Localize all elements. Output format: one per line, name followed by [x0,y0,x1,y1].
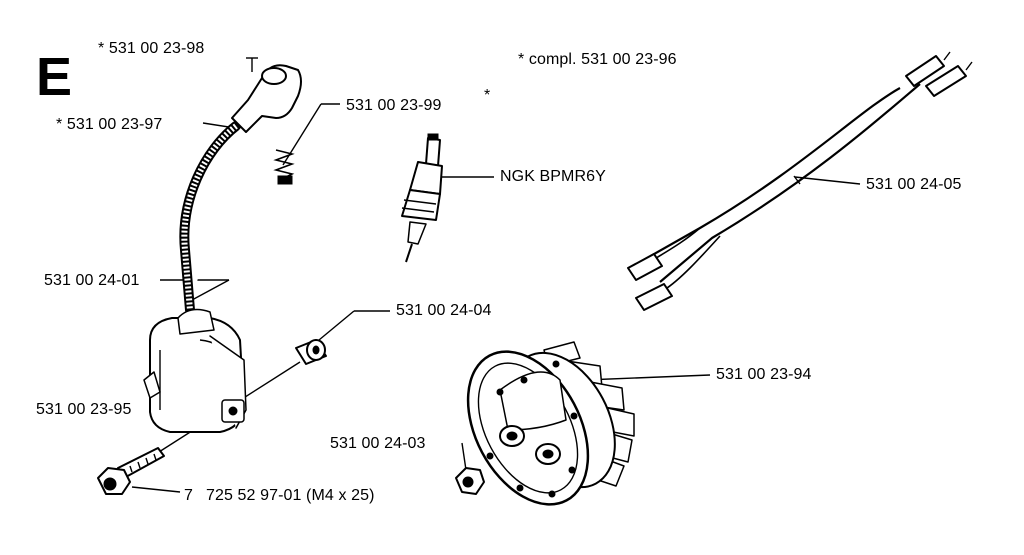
label-wire-harness: 531 00 24-05 [866,176,962,193]
label-spacer: 531 00 24-04 [396,302,492,319]
label-coil-boot: * 531 00 23-98 [98,40,205,57]
label-ht-lead: * 531 00 23-97 [56,116,163,133]
label-spark-plug-cap: 531 00 23-99 [346,97,442,114]
label-flywheel: 531 00 23-94 [716,366,812,383]
label-compl-kit: * compl. 531 00 23-96 [518,51,677,68]
label-spark-plug: NGK BPMR6Y [500,168,606,185]
leader-flywheel [584,374,711,381]
spark-plug-icon [401,133,443,263]
label-cap-asterisk: * [484,87,491,104]
ignition-coil-icon [143,64,302,433]
section-letter: E [36,47,73,107]
leader-screw [131,486,181,493]
flywheel-icon [466,341,635,506]
wire-harness-icon [627,51,973,311]
screw-icon [97,447,165,495]
label-screw-qty: 7 [184,487,193,504]
leader-module-lead-diag [191,279,230,301]
spacer-icon [295,339,327,365]
label-screw: 725 52 97-01 (M4 x 25) [206,487,375,504]
leader-spacer-diag [318,310,355,341]
label-ignition-module-lead: 531 00 24-01 [44,272,140,289]
label-flywheel-nut: 531 00 24-03 [330,435,426,452]
nut-icon [455,467,485,495]
leader-harness [794,176,861,185]
label-ignition-module: 531 00 23-95 [36,401,132,418]
leader-nut [461,442,467,471]
